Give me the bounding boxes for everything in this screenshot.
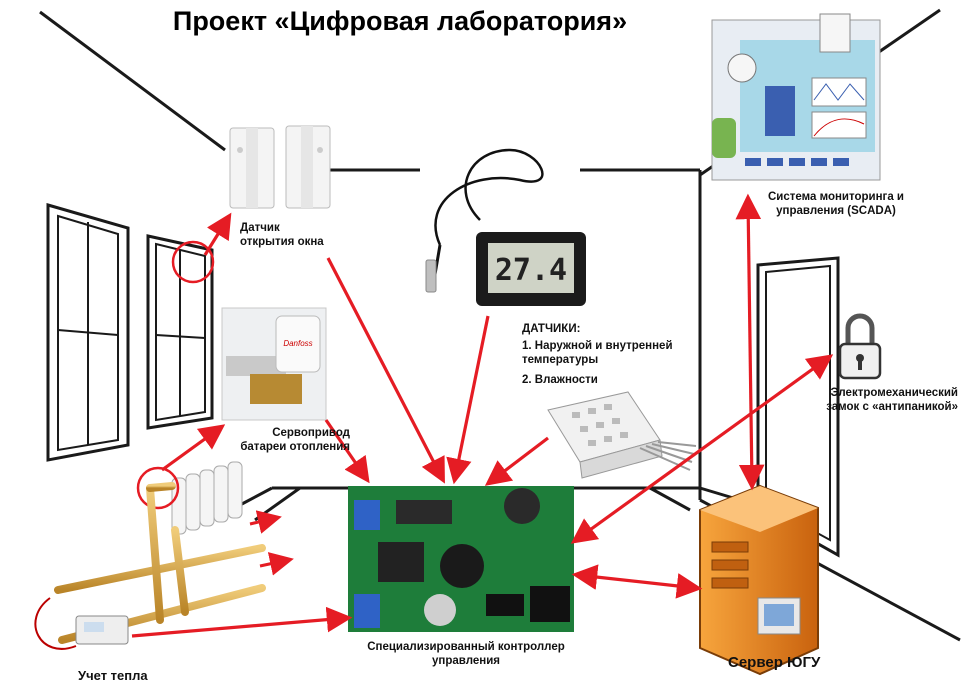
- window-left: [46, 203, 130, 462]
- heat-meter-icon: [34, 597, 129, 650]
- arrow-humidity-to-controller: [484, 436, 549, 486]
- servo-brand: Danfoss: [283, 339, 312, 348]
- padlock-icon: [838, 313, 882, 380]
- valve-highlight-circle: [136, 466, 180, 510]
- servo-icon: Danfoss: [221, 307, 327, 421]
- window-sensor-label: Датчик открытия окна: [240, 222, 324, 249]
- heat-meter-label: Учет тепла: [78, 668, 148, 683]
- arrow-server-scada: [735, 193, 765, 491]
- server-label: Сервер ЮГУ: [728, 654, 821, 671]
- lock-label: Электромеханический замок с «антипаникой…: [826, 387, 958, 414]
- arrow-window-to-sensor: [203, 212, 232, 256]
- thermometer-reading: 27.4: [495, 253, 567, 288]
- sensors-heading: ДАТЧИКИ:: [522, 323, 581, 335]
- arrow-controller-server: [571, 564, 703, 599]
- connection-arrows: [131, 193, 834, 638]
- scada-icon: [711, 13, 881, 181]
- sensors-item-2: 2. Влажности: [522, 374, 598, 386]
- arrow-meter-to-controller: [131, 606, 353, 638]
- radiator-icon: [171, 461, 243, 535]
- humidity-sensor-icon: [547, 391, 697, 479]
- window-highlight-circle: [171, 240, 215, 284]
- arrow-window-sensor-to-controller: [326, 257, 445, 484]
- server-icon: [699, 484, 819, 676]
- arrow-servo-to-controller: [324, 419, 370, 484]
- sensors-item-1: 1. Наружной и внутренней температуры: [522, 340, 673, 367]
- arrow-thermometer-to-controller: [446, 315, 490, 485]
- arrow-radiator-to-servo: [161, 424, 226, 472]
- flow-arrows: [249, 510, 294, 576]
- window-right: [146, 234, 214, 430]
- controller-label: Специализированный контроллер управления: [367, 641, 565, 668]
- controller-board-icon: [348, 486, 574, 632]
- arrow-controller-lock: [570, 354, 834, 544]
- servo-label: Сервопривод батареи отопления: [240, 427, 350, 454]
- scada-label: Система мониторинга и управления (SCADA): [768, 191, 904, 218]
- thermometer-icon: 27.4: [425, 148, 586, 306]
- page-title: Проект «Цифровая лаборатория»: [172, 6, 628, 36]
- window-sensor-icon: [229, 125, 331, 209]
